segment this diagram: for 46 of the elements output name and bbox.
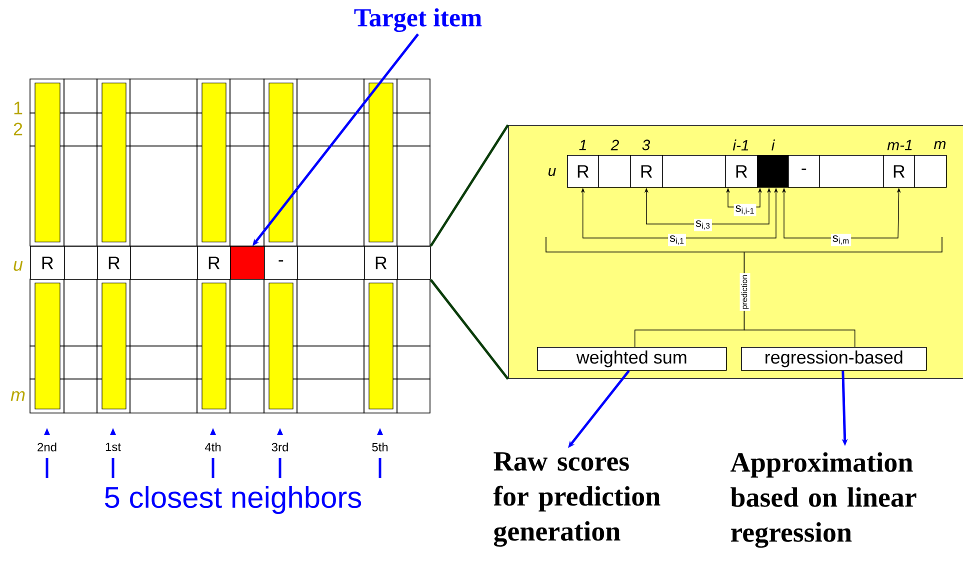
row-cell (914, 155, 947, 188)
caption-text: 5 closest neighbors (104, 486, 362, 514)
axis-label: m-1 (887, 140, 912, 150)
row-cell: R (567, 155, 599, 188)
rank-label: 3rd (272, 442, 288, 452)
row-cell (757, 155, 789, 188)
matrix-cell (397, 246, 431, 280)
rank-label: 1st (106, 442, 121, 452)
note-text: Approximation based on linear regression (730, 452, 916, 548)
matrix-cell (64, 246, 98, 280)
row-cell: - (788, 155, 820, 188)
rank-label: 2nd (38, 442, 56, 452)
matrix-cell: R (30, 246, 65, 280)
edge-label: prediction (740, 273, 750, 311)
axis-label: 1 (579, 140, 586, 150)
edge-label: s$_{i,1}$ (668, 234, 686, 246)
zoom-line (430, 124, 510, 247)
row-cell (662, 155, 726, 188)
edge-label: s$_{i,3}$ (694, 218, 712, 232)
method-box: weighted sum (537, 347, 727, 371)
title-text: Target item (354, 8, 482, 32)
bracket (546, 236, 942, 252)
row-cell: R (883, 155, 915, 188)
matrix-cell: R (197, 246, 231, 280)
row-cell (598, 155, 631, 188)
axis-label: m (934, 140, 946, 150)
row-cell: R (725, 155, 758, 188)
axis-label: 1 (14, 102, 22, 114)
matrix-cell: R (97, 246, 131, 280)
axis-label: 2 (610, 140, 619, 150)
matrix-cell: - (264, 246, 298, 280)
rank-label: 5th (372, 442, 388, 452)
axis-label: m (10, 391, 25, 401)
rank-label: 4th (204, 442, 221, 452)
matrix-cell: R (364, 246, 398, 280)
axis-label: i (772, 140, 775, 150)
axis-label: 2 (14, 122, 22, 136)
matrix-cell (230, 246, 265, 280)
row-cell: R (630, 155, 663, 188)
axis-label: i-1 (732, 140, 748, 150)
method-box: regression-based (741, 347, 927, 371)
axis-label: u (548, 168, 556, 176)
zoom-line (430, 279, 509, 380)
axis-label: 3 (642, 140, 650, 150)
note-text: Raw scores for prediction generation (493, 452, 660, 547)
axis-label: u (14, 261, 23, 271)
